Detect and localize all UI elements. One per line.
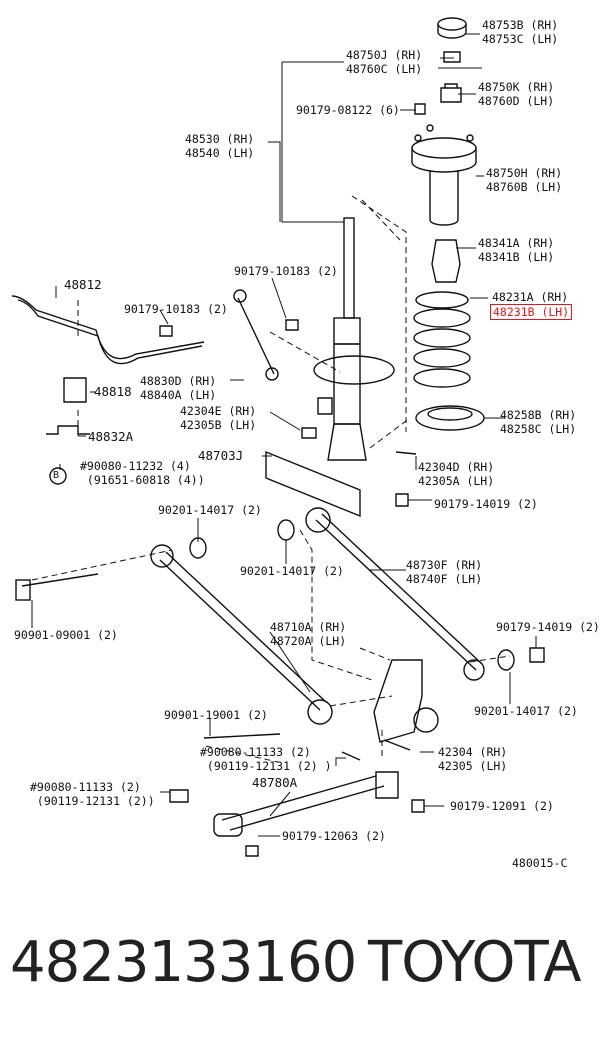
label-90179-14019-mid: 90179-14019 (2) xyxy=(434,497,538,511)
label-48780: 48780A xyxy=(252,775,298,790)
label-90080-11133-left: #90080-11133 (2) (90119-12131 (2)) xyxy=(30,780,155,808)
label-48750h: 48750H (RH) 48760B (LH) xyxy=(486,166,563,194)
label-90179-10183-left: 90179-10183 (2) xyxy=(124,302,228,316)
label-48231a: 48231A (RH) xyxy=(492,290,569,304)
label-90179-12091: 90179-12091 (2) xyxy=(450,799,554,813)
label-48830: 48830D (RH) 48840A (LH) xyxy=(140,374,217,402)
shock-absorber xyxy=(313,217,395,461)
label-42304e: 42304E (RH) 42305B (LH) xyxy=(180,404,257,432)
bushing-part xyxy=(440,83,462,103)
figure-code: 480015-C xyxy=(512,856,568,870)
label-48812: 48812 xyxy=(64,277,102,292)
lateral-beam xyxy=(265,450,361,518)
brand-name: TOYOTA xyxy=(368,930,582,995)
trailing-arm xyxy=(221,775,377,821)
stab-bushing xyxy=(63,377,87,403)
label-90201-14017-top: 90201-14017 (2) xyxy=(158,503,262,517)
label-90080-11133-mid: #90080-11133 (2) (90119-12131 (2) ) xyxy=(200,745,332,773)
label-90901-19001: 90901-19001 (2) xyxy=(164,708,268,722)
label-48730: 48730F (RH) 48740F (LH) xyxy=(406,558,483,586)
label-90901-09001: 90901-09001 (2) xyxy=(14,628,118,642)
label-90179-12063: 90179-12063 (2) xyxy=(282,829,386,843)
label-48258: 48258B (RH) 48258C (LH) xyxy=(500,408,577,436)
part-info-bar: 4823133160 TOYOTA xyxy=(0,920,600,1030)
label-48818: 48818 xyxy=(94,384,132,399)
label-90179-08122: 90179-08122 (6) xyxy=(296,103,400,117)
bump-stopper xyxy=(431,239,461,283)
label-48341: 48341A (RH) 48341B (LH) xyxy=(478,236,555,264)
cap-part xyxy=(437,17,467,31)
strut-mount xyxy=(411,137,477,159)
nut-part xyxy=(443,51,461,63)
knuckle xyxy=(373,659,423,743)
coil-spring xyxy=(413,291,471,388)
callout-b: B xyxy=(53,470,60,481)
label-48750j: 48750J (RH) 48760C (LH) xyxy=(346,48,423,76)
long-bolt xyxy=(21,573,99,587)
label-90080-11232: #90080-11232 (4) (91651-60818 (4)) xyxy=(80,459,205,487)
label-48832: 48832A xyxy=(88,429,134,444)
label-48710: 48710A (RH) 48720A (LH) xyxy=(270,620,347,648)
stab-bracket xyxy=(46,425,90,435)
label-90201-14017-right: 90201-14017 (2) xyxy=(474,704,578,718)
part-number: 4823133160 xyxy=(10,930,357,995)
label-90179-10183-top: 90179-10183 (2) xyxy=(234,264,338,278)
stab-link xyxy=(237,297,275,375)
parts-diagram: 48753B (RH) 48753C (LH) 48750J (RH) 4876… xyxy=(11,17,600,870)
label-42304: 42304 (RH) 42305 (LH) xyxy=(438,745,508,773)
label-48753: 48753B (RH) 48753C (LH) xyxy=(482,18,559,46)
boot-part xyxy=(429,170,459,226)
diagram-drawing xyxy=(11,17,545,857)
stabilizer-bar xyxy=(11,295,205,360)
label-48530: 48530 (RH) 48540 (LH) xyxy=(185,132,255,160)
label-42304d: 42304D (RH) 42305A (LH) xyxy=(418,460,495,488)
label-48703: 48703J xyxy=(198,448,244,463)
spring-insulator xyxy=(415,405,485,431)
label-48750k: 48750K (RH) 48760D (LH) xyxy=(478,80,555,108)
label-90201-14017-mid: 90201-14017 (2) xyxy=(240,564,344,578)
lower-arm xyxy=(159,559,321,711)
label-48231b-highlighted: 48231B (LH) xyxy=(490,304,573,320)
label-90179-14019-right: 90179-14019 (2) xyxy=(496,620,600,634)
strut-rod xyxy=(315,519,477,671)
